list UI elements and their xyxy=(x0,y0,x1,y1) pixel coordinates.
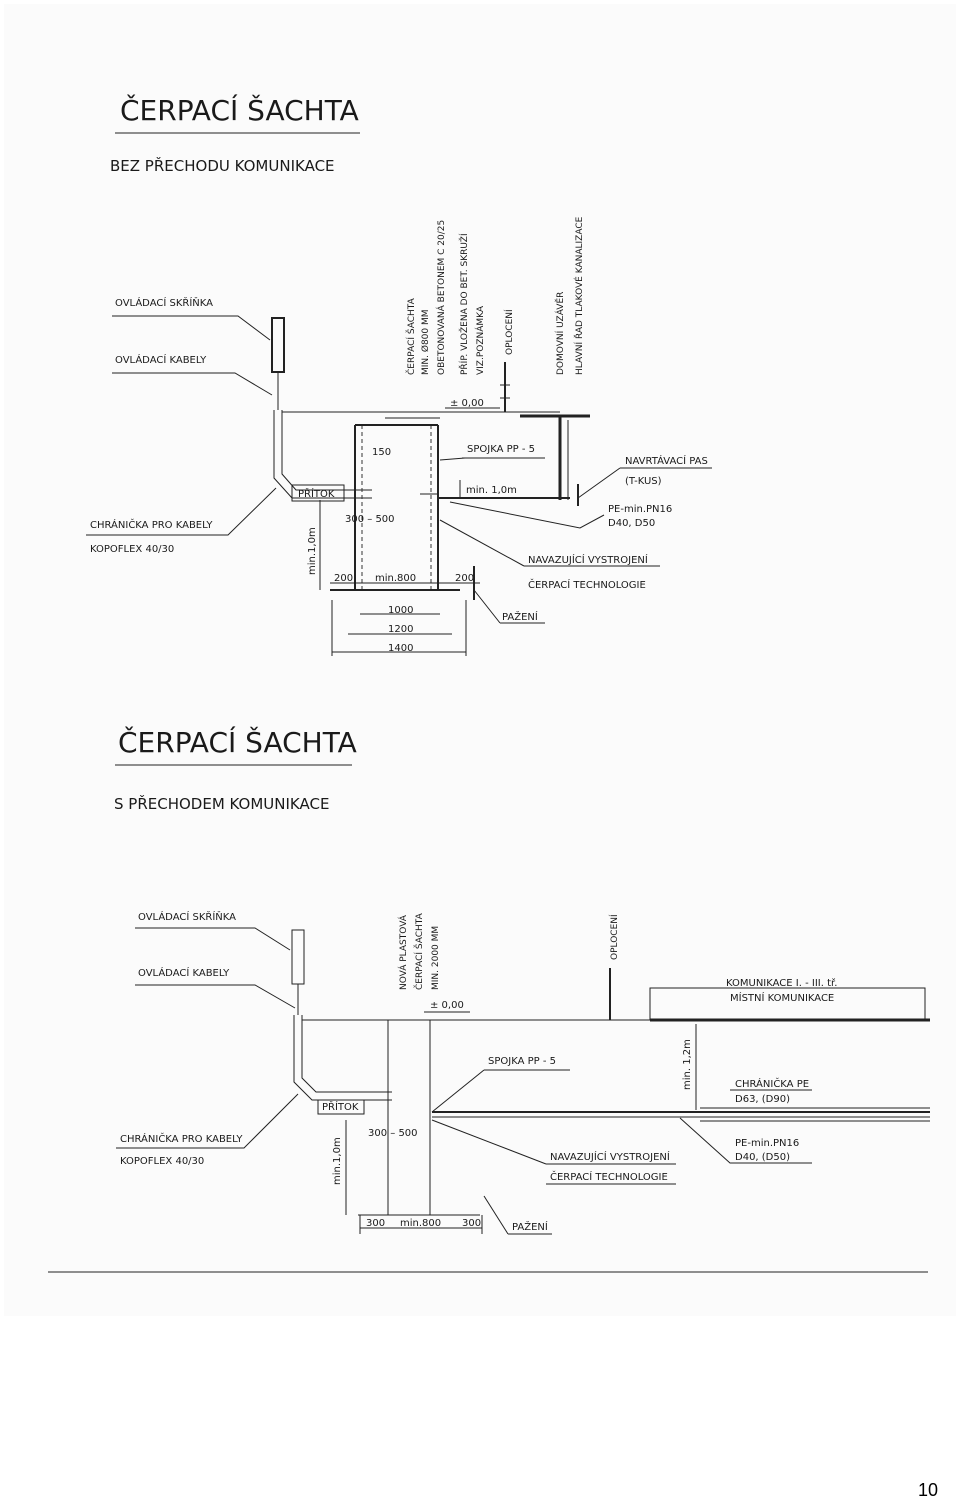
label-ovladaci-kabely: OVLÁDACÍ KABELY xyxy=(138,966,230,979)
leader-line xyxy=(135,984,296,1009)
dim-200-left: 200 xyxy=(334,573,353,584)
leader-line xyxy=(112,372,273,396)
label-pazeni: PAŽENÍ xyxy=(502,610,538,623)
dim-300-500: 300 – 500 xyxy=(368,1128,418,1139)
level-0-00: ± 0,00 xyxy=(430,1000,464,1011)
label-navrtavaci-pas: NAVRTÁVACÍ PAS xyxy=(625,454,708,467)
vnote-hlavni-rad: HLAVNÍ ŘAD TLAKOVÉ KANALIZACE xyxy=(573,216,585,375)
leader-line xyxy=(112,315,271,341)
level-0-00: ± 0,00 xyxy=(450,398,484,409)
leader-line xyxy=(116,1093,299,1149)
vnote-2: MIN. Ø800 MM xyxy=(420,309,431,375)
leader-line xyxy=(135,927,291,951)
cable-protection-pipe xyxy=(273,410,372,499)
page-number: 10 xyxy=(918,1480,939,1500)
label-spojka: SPOJKA PP - 5 xyxy=(467,444,535,455)
label-chranicka-pro-kabely: CHRÁNIČKA PRO KABELY xyxy=(90,518,213,531)
label-komunikace: KOMUNIKACE I. - III. tř. xyxy=(726,977,837,989)
label-cerpaci-technologie: ČERPACÍ TECHNOLOGIE xyxy=(550,1170,668,1183)
vnote-domovni-uzaver: DOMOVNÍ UZÁVĚR xyxy=(554,292,566,375)
label-navazujici: NAVAZUJÍCÍ VYSTROJENÍ xyxy=(550,1150,670,1163)
label-kopoflex: KOPOFLEX 40/30 xyxy=(120,1156,204,1167)
label-navazujici: NAVAZUJÍCÍ VYSTROJENÍ xyxy=(528,553,648,566)
section-2-subtitle: S PŘECHODEM KOMUNIKACE xyxy=(114,794,329,813)
pritok-box xyxy=(317,1099,365,1115)
label-pe: PE-min.PN16 xyxy=(735,1138,799,1149)
label-chranicka-pe: CHRÁNIČKA PE xyxy=(735,1077,809,1090)
section-1-subtitle: BEZ PŘECHODU KOMUNIKACE xyxy=(110,156,335,175)
vnote-1: NOVÁ PLASTOVÁ xyxy=(397,914,409,990)
section-2-diagram: ČERPACÍ ŠACHTA S PŘECHODEM KOMUNIKACE OV… xyxy=(48,725,930,1273)
dim-1000: 1000 xyxy=(388,605,413,616)
section-1-title: ČERPACÍ ŠACHTA xyxy=(120,93,359,127)
leader-line xyxy=(473,589,501,624)
label-cerpaci-technologie: ČERPACÍ TECHNOLOGIE xyxy=(528,578,646,591)
scanned-sheet xyxy=(4,4,956,1316)
vnote-oploceni: OPLOCENÍ xyxy=(608,914,620,960)
section-1-diagram: ČERPACÍ ŠACHTA BEZ PŘECHODU KOMUNIKACE O… xyxy=(86,93,712,656)
leader-line xyxy=(86,487,277,536)
label-spojka: SPOJKA PP - 5 xyxy=(488,1056,556,1067)
leader-line xyxy=(577,467,621,499)
dim-1200: 1200 xyxy=(388,624,413,635)
cable-protection-pipe xyxy=(301,1015,392,1093)
section-2-title: ČERPACÍ ŠACHTA xyxy=(118,725,357,759)
vnote-3: MIN. 2000 MM xyxy=(431,926,441,990)
dim-300-left: 300 xyxy=(366,1218,385,1229)
vnote-1: ČERPACÍ ŠACHTA xyxy=(405,297,417,375)
label-pritok: PŘÍTOK xyxy=(298,487,335,500)
vnote-oploceni: OPLOCENÍ xyxy=(503,309,515,355)
dim-min-800: min.800 xyxy=(375,573,416,584)
label-pe-dims: D40, D50 xyxy=(608,518,655,529)
label-ovladaci-skrinka: OVLÁDACÍ SKŘÍŇKA xyxy=(138,910,236,923)
label-pe-dims: D40, (D50) xyxy=(735,1152,790,1163)
leader-line xyxy=(431,1069,485,1113)
dim-200-right: 200 xyxy=(455,573,474,584)
label-pazeni: PAŽENÍ xyxy=(512,1220,548,1233)
dim-min-1-0: min.1,0m xyxy=(332,1137,343,1185)
cable-protection-pipe xyxy=(281,410,372,491)
label-min-depth: min. 1,0m xyxy=(466,485,517,496)
dim-150: 150 xyxy=(372,447,391,458)
dim-1400: 1400 xyxy=(388,643,413,654)
dim-300-right: 300 xyxy=(462,1218,481,1229)
leader-line xyxy=(483,1195,509,1235)
vnote-5: VIZ.POZNÁMKA xyxy=(474,305,486,375)
label-chranicka-pe-dims: D63, (D90) xyxy=(735,1094,790,1105)
label-kopoflex: KOPOFLEX 40/30 xyxy=(90,544,174,555)
leader-line xyxy=(439,519,525,567)
label-chranicka-pro-kabely: CHRÁNIČKA PRO KABELY xyxy=(120,1132,243,1145)
leader-line xyxy=(679,1117,812,1164)
dim-300-500: 300 – 500 xyxy=(345,514,395,525)
label-ovladaci-kabely: OVLÁDACÍ KABELY xyxy=(115,353,207,366)
vnote-3: OBETONOVANÁ BETONEM C 20/25 xyxy=(435,220,447,375)
control-box xyxy=(271,317,285,373)
label-ovladaci-skrinka: OVLÁDACÍ SKŘÍŇKA xyxy=(115,296,213,309)
leader-line xyxy=(439,457,466,461)
label-t-kus: (T-KUS) xyxy=(625,476,662,487)
leader-line xyxy=(449,501,605,529)
label-pritok: PŘÍTOK xyxy=(322,1100,359,1113)
label-mistni-komunikace: MÍSTNÍ KOMUNIKACE xyxy=(730,991,834,1004)
dim-min-800: min.800 xyxy=(400,1218,441,1229)
label-pe: PE-min.PN16 xyxy=(608,504,672,515)
label-min-depth: min. 1,2m xyxy=(682,1039,693,1090)
vnote-4: PŘÍP. VLOŽENA DO BET. SKRUŽÍ xyxy=(458,233,470,375)
vertical-notes: ČERPACÍ ŠACHTA MIN. Ø800 MM OBETONOVANÁ … xyxy=(405,216,585,375)
cable-protection-pipe xyxy=(293,1015,392,1101)
pritok-box xyxy=(291,484,345,502)
leader-line xyxy=(431,1119,547,1165)
control-box xyxy=(291,929,305,985)
vnote-2: ČERPACÍ ŠACHTA xyxy=(413,912,425,990)
dim-min-1-0: min.1,0m xyxy=(307,527,318,575)
